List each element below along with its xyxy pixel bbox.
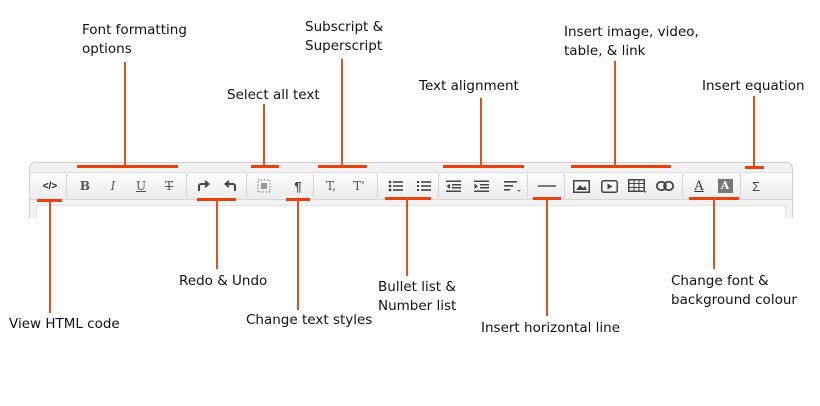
annotation-insert-media: Insert image, video, table, & link: [564, 24, 699, 59]
editor-content-area[interactable]: [36, 205, 786, 218]
strikethrough-icon: T: [164, 179, 173, 193]
toolbar-separator: [740, 174, 741, 198]
highlight-bar-redo-undo: [197, 198, 236, 201]
highlight-bar-html: [37, 199, 62, 202]
annotation-lists: Bullet list & Number list: [378, 279, 457, 314]
select-all-button[interactable]: [252, 175, 276, 197]
annotation-insert-equation: Insert equation: [702, 78, 805, 94]
toolbar-separator: [186, 174, 187, 198]
align-icon: [503, 181, 521, 192]
annotation-font-formatting: Font formatting options: [82, 22, 187, 57]
annotation-line-html: [49, 201, 51, 313]
annotation-line-text-styles: [297, 200, 299, 310]
number-list-icon: [416, 181, 431, 191]
undo-button[interactable]: [219, 175, 243, 197]
italic-button[interactable]: I: [101, 175, 125, 197]
annotation-view-html: View HTML code: [9, 316, 120, 332]
font-color-button[interactable]: A: [687, 175, 711, 197]
select-all-icon: [257, 179, 271, 193]
toolbar-separator: [246, 174, 247, 198]
background-color-button[interactable]: A: [713, 175, 737, 197]
horizontal-line-icon: [538, 185, 556, 187]
highlight-bar-text-styles: [286, 198, 310, 201]
highlight-bar-select-all: [251, 165, 279, 168]
highlight-bar-horizontal-line: [533, 197, 561, 200]
bold-icon: B: [79, 179, 91, 193]
annotation-line-font-formatting: [124, 62, 126, 166]
indent-icon: [473, 180, 489, 192]
highlight-bar-media: [571, 165, 671, 168]
video-icon: [600, 179, 618, 193]
annotation-line-media: [614, 61, 616, 166]
indent-button[interactable]: [469, 175, 493, 197]
font-color-icon: A: [694, 178, 704, 194]
background-color-icon: A: [717, 179, 733, 193]
paragraph-icon: ¶: [294, 178, 302, 194]
superscript-icon: T': [353, 179, 365, 193]
annotation-select-all: Select all text: [227, 87, 320, 103]
annotation-redo-undo: Redo & Undo: [179, 273, 268, 289]
subscript-icon: T,: [325, 179, 337, 193]
annotation-change-styles: Change text styles: [246, 312, 373, 328]
horizontal-line-button[interactable]: [533, 175, 561, 197]
annotation-font-bg: Change font & background colour: [671, 273, 797, 308]
annotation-line-alignment: [480, 98, 482, 166]
toolbar-separator: [682, 174, 683, 198]
number-list-button[interactable]: [411, 175, 435, 197]
toolbar-separator: [377, 174, 378, 198]
italic-icon: I: [110, 179, 116, 193]
text-style-button[interactable]: ¶: [286, 175, 310, 197]
bold-button[interactable]: B: [73, 175, 97, 197]
redo-icon: [198, 180, 210, 191]
highlight-bar-equation: [745, 166, 764, 169]
annotation-sub-super: Subscript & Superscript: [305, 19, 384, 54]
annotation-text-alignment: Text alignment: [419, 78, 519, 94]
toolbar-separator: [66, 174, 67, 198]
redo-button[interactable]: [191, 175, 215, 197]
annotation-line-select-all: [263, 104, 265, 166]
sigma-icon: Σ: [751, 178, 761, 194]
annotation-line-sub-super: [341, 59, 343, 166]
view-html-button[interactable]: </>: [38, 175, 62, 197]
underline-button[interactable]: U: [129, 175, 153, 197]
bullet-list-icon: [388, 180, 403, 192]
table-icon: [627, 179, 647, 193]
toolbar-separator: [564, 174, 565, 198]
insert-equation-button[interactable]: Σ: [744, 175, 768, 197]
text-align-button[interactable]: [500, 175, 524, 197]
highlight-bar-font-formatting: [77, 165, 178, 168]
highlight-bar-sub-super: [318, 165, 367, 168]
insert-video-button[interactable]: [597, 175, 621, 197]
annotation-line-redo-undo: [216, 200, 218, 269]
toolbar-separator: [438, 174, 439, 198]
link-icon: [656, 181, 674, 191]
bullet-list-button[interactable]: [383, 175, 407, 197]
insert-image-button[interactable]: [569, 175, 593, 197]
insert-link-button[interactable]: [653, 175, 677, 197]
annotation-line-font-bg: [713, 199, 715, 269]
highlight-bar-font-bg: [689, 197, 739, 200]
underline-icon: U: [135, 179, 147, 193]
toolbar-separator: [313, 174, 314, 198]
outdent-button[interactable]: [441, 175, 465, 197]
annotation-horizontal-line: Insert horizontal line: [481, 320, 621, 336]
strikethrough-button[interactable]: T: [157, 175, 181, 197]
image-icon: [572, 179, 590, 193]
annotation-line-lists: [406, 199, 408, 276]
outdent-icon: [445, 180, 461, 192]
insert-table-button[interactable]: [625, 175, 649, 197]
annotation-line-horizontal-line: [546, 199, 548, 316]
annotation-line-equation: [753, 96, 755, 167]
code-icon: </>: [42, 180, 58, 192]
highlight-bar-alignment: [443, 165, 524, 168]
superscript-button[interactable]: T': [347, 175, 371, 197]
undo-icon: [224, 180, 236, 191]
highlight-bar-lists: [385, 197, 431, 200]
subscript-button[interactable]: T,: [319, 175, 343, 197]
toolbar-separator: [527, 174, 528, 198]
